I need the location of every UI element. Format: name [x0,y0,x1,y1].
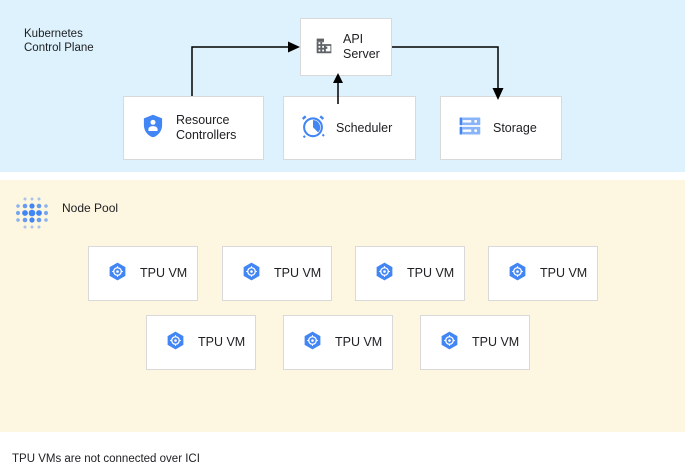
footnote-text: TPU VMs are not connected over ICI [12,453,200,465]
node-tpu-vm-label: TPU VM [540,266,588,280]
node-api-server-label: API Server [343,32,380,61]
edge-resource-controllers-to-api-server [191,41,300,96]
node-tpu-vm-label: TPU VM [274,266,322,280]
node-tpu-vm[interactable]: TPU VM [283,315,393,370]
node-tpu-vm[interactable]: TPU VM [88,246,198,301]
tpu-hexagon-icon [107,261,128,287]
node-tpu-vm[interactable]: TPU VM [488,246,598,301]
tpu-hexagon-icon [241,261,262,287]
tpu-hexagon-icon [302,330,323,356]
node-api-server[interactable]: API Server [300,18,392,76]
node-tpu-vm-label: TPU VM [407,266,455,280]
alarm-clock-icon [300,113,326,144]
tpu-hexagon-icon [439,330,460,356]
office-building-icon [313,34,335,61]
node-tpu-vm-label: TPU VM [198,335,246,349]
node-pool-label: Node Pool [62,201,119,215]
node-scheduler[interactable]: Scheduler [283,96,416,160]
tpu-hexagon-icon [374,261,395,287]
node-storage-label: Storage [493,120,537,135]
node-tpu-vm[interactable]: TPU VM [146,315,256,370]
node-resource-controllers[interactable]: Resource Controllers [123,96,264,160]
node-pool-region [0,180,685,432]
node-storage[interactable]: Storage [440,96,562,160]
node-scheduler-label: Scheduler [336,120,393,135]
node-tpu-vm[interactable]: TPU VM [222,246,332,301]
edge-scheduler-to-api-server [333,73,343,104]
tpu-hexagon-icon [507,261,528,287]
server-rack-icon [457,113,483,144]
shield-person-icon [140,113,166,144]
node-tpu-vm-label: TPU VM [335,335,383,349]
control-plane-label: Kubernetes Control Plane [24,28,94,54]
dot-grid-cluster-icon [10,192,54,241]
node-tpu-vm-label: TPU VM [140,266,188,280]
node-tpu-vm[interactable]: TPU VM [355,246,465,301]
tpu-hexagon-icon [165,330,186,356]
node-tpu-vm-label: TPU VM [472,335,520,349]
node-resource-controllers-label: Resource Controllers [176,113,237,142]
edge-api-server-to-storage [392,46,504,100]
node-tpu-vm[interactable]: TPU VM [420,315,530,370]
